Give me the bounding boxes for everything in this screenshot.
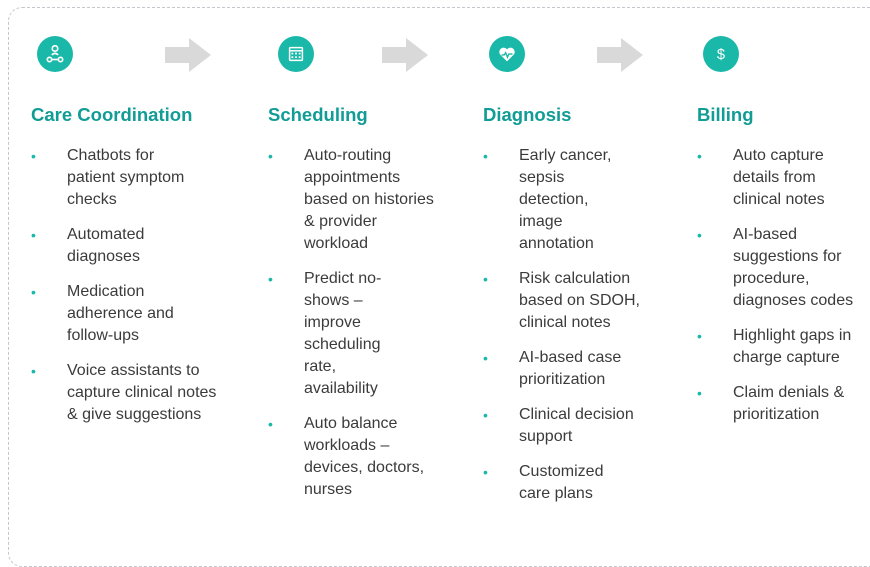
calendar-icon [278, 36, 314, 72]
column-billing: Billing •Auto capture details from clini… [697, 102, 867, 439]
list-item: •Risk calculation based on SDOH, clinica… [483, 270, 640, 331]
list-item: •Voice assistants to capture clinical no… [31, 362, 217, 423]
list-item: •AI-based case prioritization [483, 349, 622, 388]
column-care-coordination: Care Coordination •Chatbots for patient … [31, 102, 231, 439]
right-arrow-icon [165, 38, 211, 72]
right-arrow-icon [597, 38, 643, 72]
dollar-icon: $ [703, 36, 739, 72]
list-item: •Highlight gaps in charge capture [697, 327, 852, 366]
list-item: •Early cancer, sepsis detection, image a… [483, 147, 612, 252]
bullet-list: •Chatbots for patient symptom checks •Au… [31, 145, 231, 426]
list-item: •Claim denials & prioritization [697, 384, 845, 423]
column-title: Scheduling [268, 104, 368, 125]
bullet-list: •Auto capture details from clinical note… [697, 145, 867, 426]
bullet-list: •Early cancer, sepsis detection, image a… [483, 145, 683, 505]
list-item: •Medication adherence and follow-ups [31, 283, 174, 344]
bullet-list: •Auto-routing appointments based on hist… [268, 145, 468, 501]
column-title: Care Coordination [31, 104, 193, 125]
list-item: •Predict no-shows – improve scheduling r… [268, 270, 382, 397]
column-scheduling: Scheduling •Auto-routing appointments ba… [268, 102, 468, 514]
right-arrow-icon [382, 38, 428, 72]
list-item: •Chatbots for patient symptom checks [31, 147, 185, 208]
heart-pulse-icon [489, 36, 525, 72]
user-network-icon [37, 36, 73, 72]
list-item: •Auto capture details from clinical note… [697, 147, 825, 208]
column-diagnosis: Diagnosis •Early cancer, sepsis detectio… [483, 102, 683, 518]
list-item: •Customized care plans [483, 463, 604, 502]
column-title: Billing [697, 104, 754, 125]
column-title: Diagnosis [483, 104, 572, 125]
list-item: •Auto-routing appointments based on hist… [268, 147, 434, 252]
list-item: •Clinical decision support [483, 406, 634, 445]
list-item: •Automated diagnoses [31, 226, 145, 265]
list-item: •AI-based suggestions for procedure, dia… [697, 226, 854, 309]
svg-text:$: $ [717, 47, 725, 63]
list-item: •Auto balance workloads – devices, docto… [268, 415, 425, 498]
